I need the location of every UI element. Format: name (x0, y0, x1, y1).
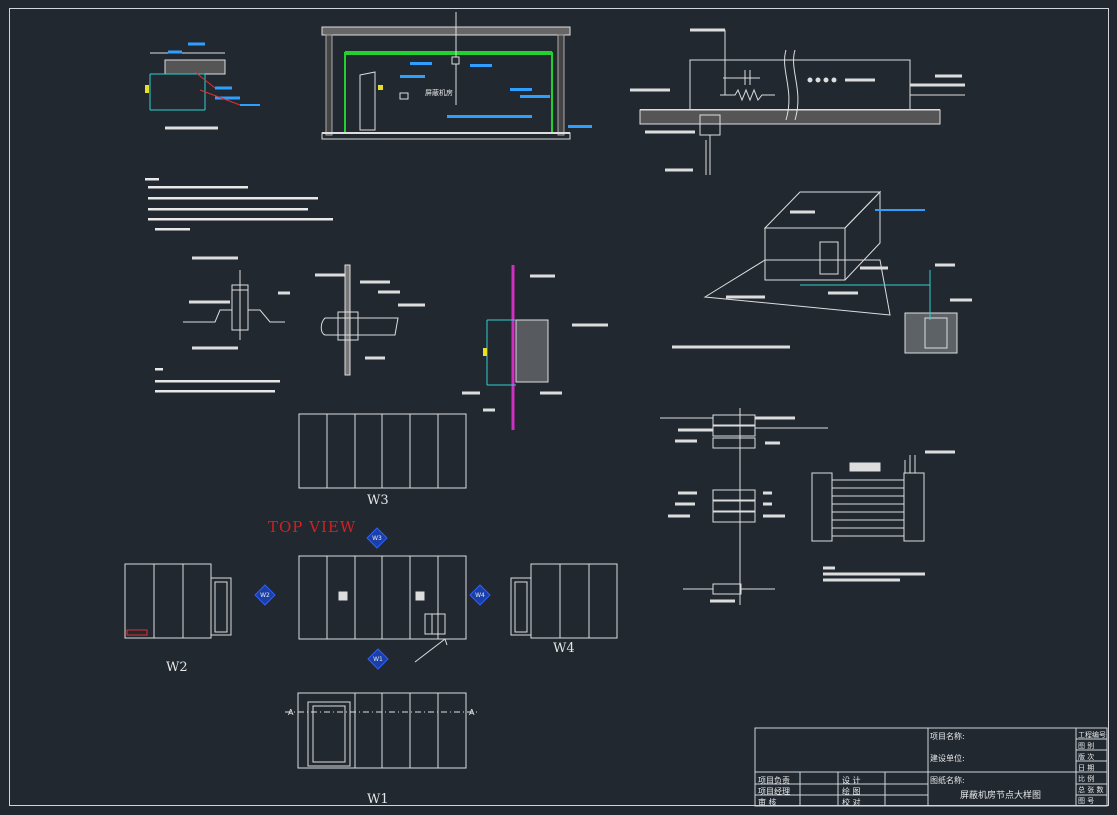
room-section-elevation (321, 12, 592, 140)
draw-label: 绘 图 (842, 787, 861, 796)
view-markers (254, 527, 491, 670)
elevation-w3 (298, 413, 467, 489)
w2-label: W2 (166, 660, 188, 675)
elevation-w2 (124, 563, 232, 639)
design-label: 设 计 (842, 776, 861, 785)
title-block-right-item: 总 张 数 (1078, 786, 1104, 794)
section-a-left: A (288, 708, 294, 717)
section-a-right: A (469, 708, 475, 717)
elevation-w4 (510, 563, 618, 639)
title-block (754, 727, 1108, 807)
wiring-diagram-vertical (660, 408, 828, 605)
room-label: 屏蔽机房 (425, 89, 453, 97)
title-block-right-item: 图 号 (1078, 797, 1095, 805)
build-unit-label: 建设单位: (930, 754, 965, 763)
drawing-border (9, 8, 1109, 806)
wall-hatch-detail (462, 265, 608, 430)
marker-w1-text: W1 (373, 656, 383, 663)
notes-block (145, 178, 333, 393)
w4-label: W4 (553, 641, 575, 656)
w3-label: W3 (367, 493, 389, 508)
title-block-right-item: 比 例 (1078, 775, 1095, 783)
isometric-cabinet-detail (672, 190, 972, 354)
project-lead-label: 项目经理 (758, 787, 790, 796)
title-block-right-item: 图 别 (1078, 742, 1095, 750)
pipe-penetration-detail (630, 28, 965, 175)
elevation-w1 (285, 692, 480, 769)
marker-w3-text: W3 (372, 535, 382, 542)
terminal-block-diagram (811, 450, 955, 582)
title-block-right-item: 工程编号 (1078, 731, 1106, 739)
top-view-label: TOP VIEW (268, 518, 357, 536)
pipe-through-wall-detail (315, 264, 425, 376)
title-block-right-item: 日 期 (1078, 764, 1095, 772)
title-block-right-item: 版 次 (1078, 753, 1095, 761)
project-manager-label: 项目负责 (758, 776, 790, 785)
check-label: 校 对 (842, 798, 861, 807)
marker-w4-text: W4 (475, 592, 485, 599)
wall-section-detail (145, 42, 260, 130)
project-name-label: 项目名称: (930, 732, 965, 741)
drawing-name-label: 图纸名称: (930, 776, 965, 785)
marker-w2-text: W2 (260, 592, 270, 599)
sleeve-detail-left (183, 256, 290, 350)
drawing-name: 屏蔽机房节点大样图 (960, 791, 1042, 801)
view-marker-text: W3 W1 W2 W4 (260, 535, 485, 663)
w1-label: W1 (367, 792, 389, 807)
elevation-top (298, 555, 467, 663)
review-label: 审 核 (758, 798, 777, 807)
